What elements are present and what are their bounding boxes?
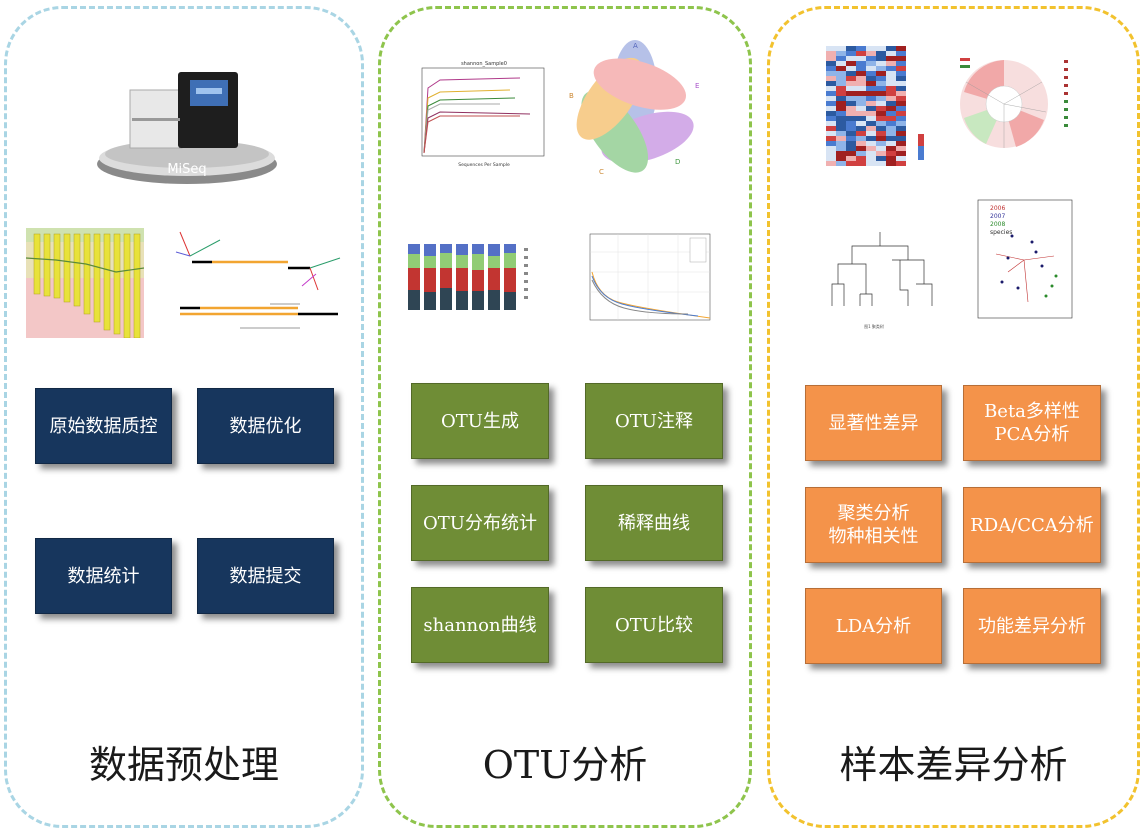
venn-label-c: C [599,168,604,176]
preprocess-panel [4,6,364,828]
data-statistics-button[interactable]: 数据统计 [35,538,172,614]
svg-text:Sequences Per Sample: Sequences Per Sample [458,162,510,168]
rank-abundance-figure [589,233,711,321]
pca-legend-species: species [990,229,1012,236]
lefse-cladogram-figure [960,58,1068,148]
raw-data-qc-button[interactable]: 原始数据质控 [35,388,172,464]
data-submission-button[interactable]: 数据提交 [197,538,334,614]
functional-difference-button[interactable]: 功能差异分析 [963,588,1101,664]
svg-text:图1 聚类树: 图1 聚类树 [864,323,884,329]
beta-diversity-pca-button[interactable]: Beta多样性 PCA分析 [963,385,1101,461]
quality-bar-figure [26,228,144,338]
stacked-bar-figure [408,244,528,310]
diff-title: 样本差异分析 [839,743,1068,787]
shannon-curve-figure: shannon_Sample0 Sequences Per Sample [421,61,545,168]
venn-label-e: E [695,82,699,90]
significance-difference-button[interactable]: 显著性差异 [805,385,942,461]
rda-biplot-figure: 2006 2007 2008 species [977,199,1073,319]
data-optimization-button[interactable]: 数据优化 [197,388,334,464]
dendrogram-figure: 图1 聚类树 [831,232,933,329]
rda-cca-button[interactable]: RDA/CCA分析 [963,487,1101,563]
otu-panel [378,6,752,828]
otu-distribution-button[interactable]: OTU分布统计 [411,485,549,561]
lda-analysis-button[interactable]: LDA分析 [805,588,942,664]
otu-annotation-button[interactable]: OTU注释 [585,383,723,459]
preprocess-title: 数据预处理 [88,743,279,787]
miseq-label: MiSeq [167,162,206,177]
heatmap-figure [826,46,924,166]
pca-legend-2006: 2006 [990,205,1005,212]
miseq-instrument-image: MiSeq [97,72,277,184]
clustering-correlation-button[interactable]: 聚类分析 物种相关性 [805,487,942,563]
pca-legend-2008: 2008 [990,221,1005,228]
venn-label-d: D [675,158,680,166]
venn-label-a: A [633,42,638,50]
venn-label-b: B [569,92,574,100]
otu-title: OTU分析 [482,743,648,787]
pca-legend-2007: 2007 [990,213,1005,220]
otu-generate-button[interactable]: OTU生成 [411,383,549,459]
diff-panel [767,6,1140,828]
otu-comparison-button[interactable]: OTU比较 [585,587,723,663]
rarefaction-curve-button[interactable]: 稀释曲线 [585,485,723,561]
shannon-chart-title: shannon_Sample0 [461,61,507,67]
primer-structure-figure [175,231,341,329]
shannon-curve-button[interactable]: shannon曲线 [411,587,549,663]
venn-diagram-figure: A B C D E [569,40,699,176]
